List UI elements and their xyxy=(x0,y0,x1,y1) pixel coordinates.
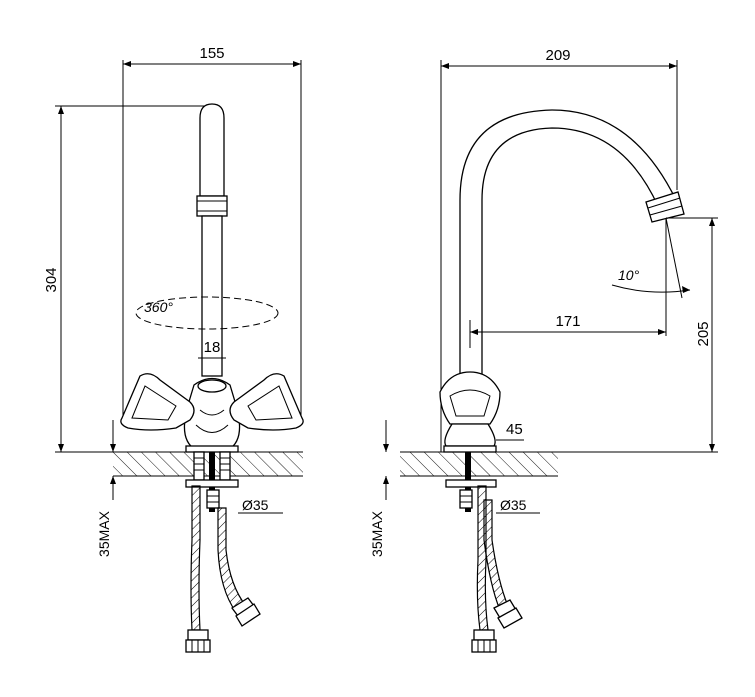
left-hole-label: Ø35 xyxy=(242,497,269,513)
right-countertop xyxy=(400,452,558,476)
right-width-label: 209 xyxy=(545,47,570,64)
left-spout xyxy=(199,103,225,197)
left-hose-2 xyxy=(217,507,247,613)
right-hole-label: Ø35 xyxy=(500,497,527,513)
right-hose-2 xyxy=(483,499,509,611)
left-spout-diameter-label: 18 xyxy=(204,339,221,356)
right-base-label: 45 xyxy=(506,421,523,438)
left-max-thickness-label: 35MAX xyxy=(96,510,112,557)
right-gooseneck-spout xyxy=(459,109,677,379)
right-view: 209 205 10° 171 45 xyxy=(369,47,718,653)
right-max-thickness-label: 35MAX xyxy=(369,510,385,557)
left-countertop xyxy=(113,452,303,476)
left-handle-right xyxy=(229,373,304,431)
left-view: 155 304 360° 18 xyxy=(43,45,304,653)
left-hose-1 xyxy=(190,485,201,631)
left-rotation-label: 360° xyxy=(144,299,173,315)
left-mixer-body xyxy=(183,377,241,451)
left-rotation-ellipse xyxy=(135,296,279,330)
right-reach-label: 171 xyxy=(555,313,580,330)
left-handle-left xyxy=(120,373,195,431)
left-width-label: 155 xyxy=(199,45,224,62)
left-aerator xyxy=(196,195,228,217)
right-mixer-body xyxy=(444,423,496,447)
right-outlet-height-label: 205 xyxy=(695,321,712,346)
left-height-label: 304 xyxy=(43,267,60,292)
left-spout-lower xyxy=(201,215,223,377)
right-angle-label: 10° xyxy=(618,267,640,283)
